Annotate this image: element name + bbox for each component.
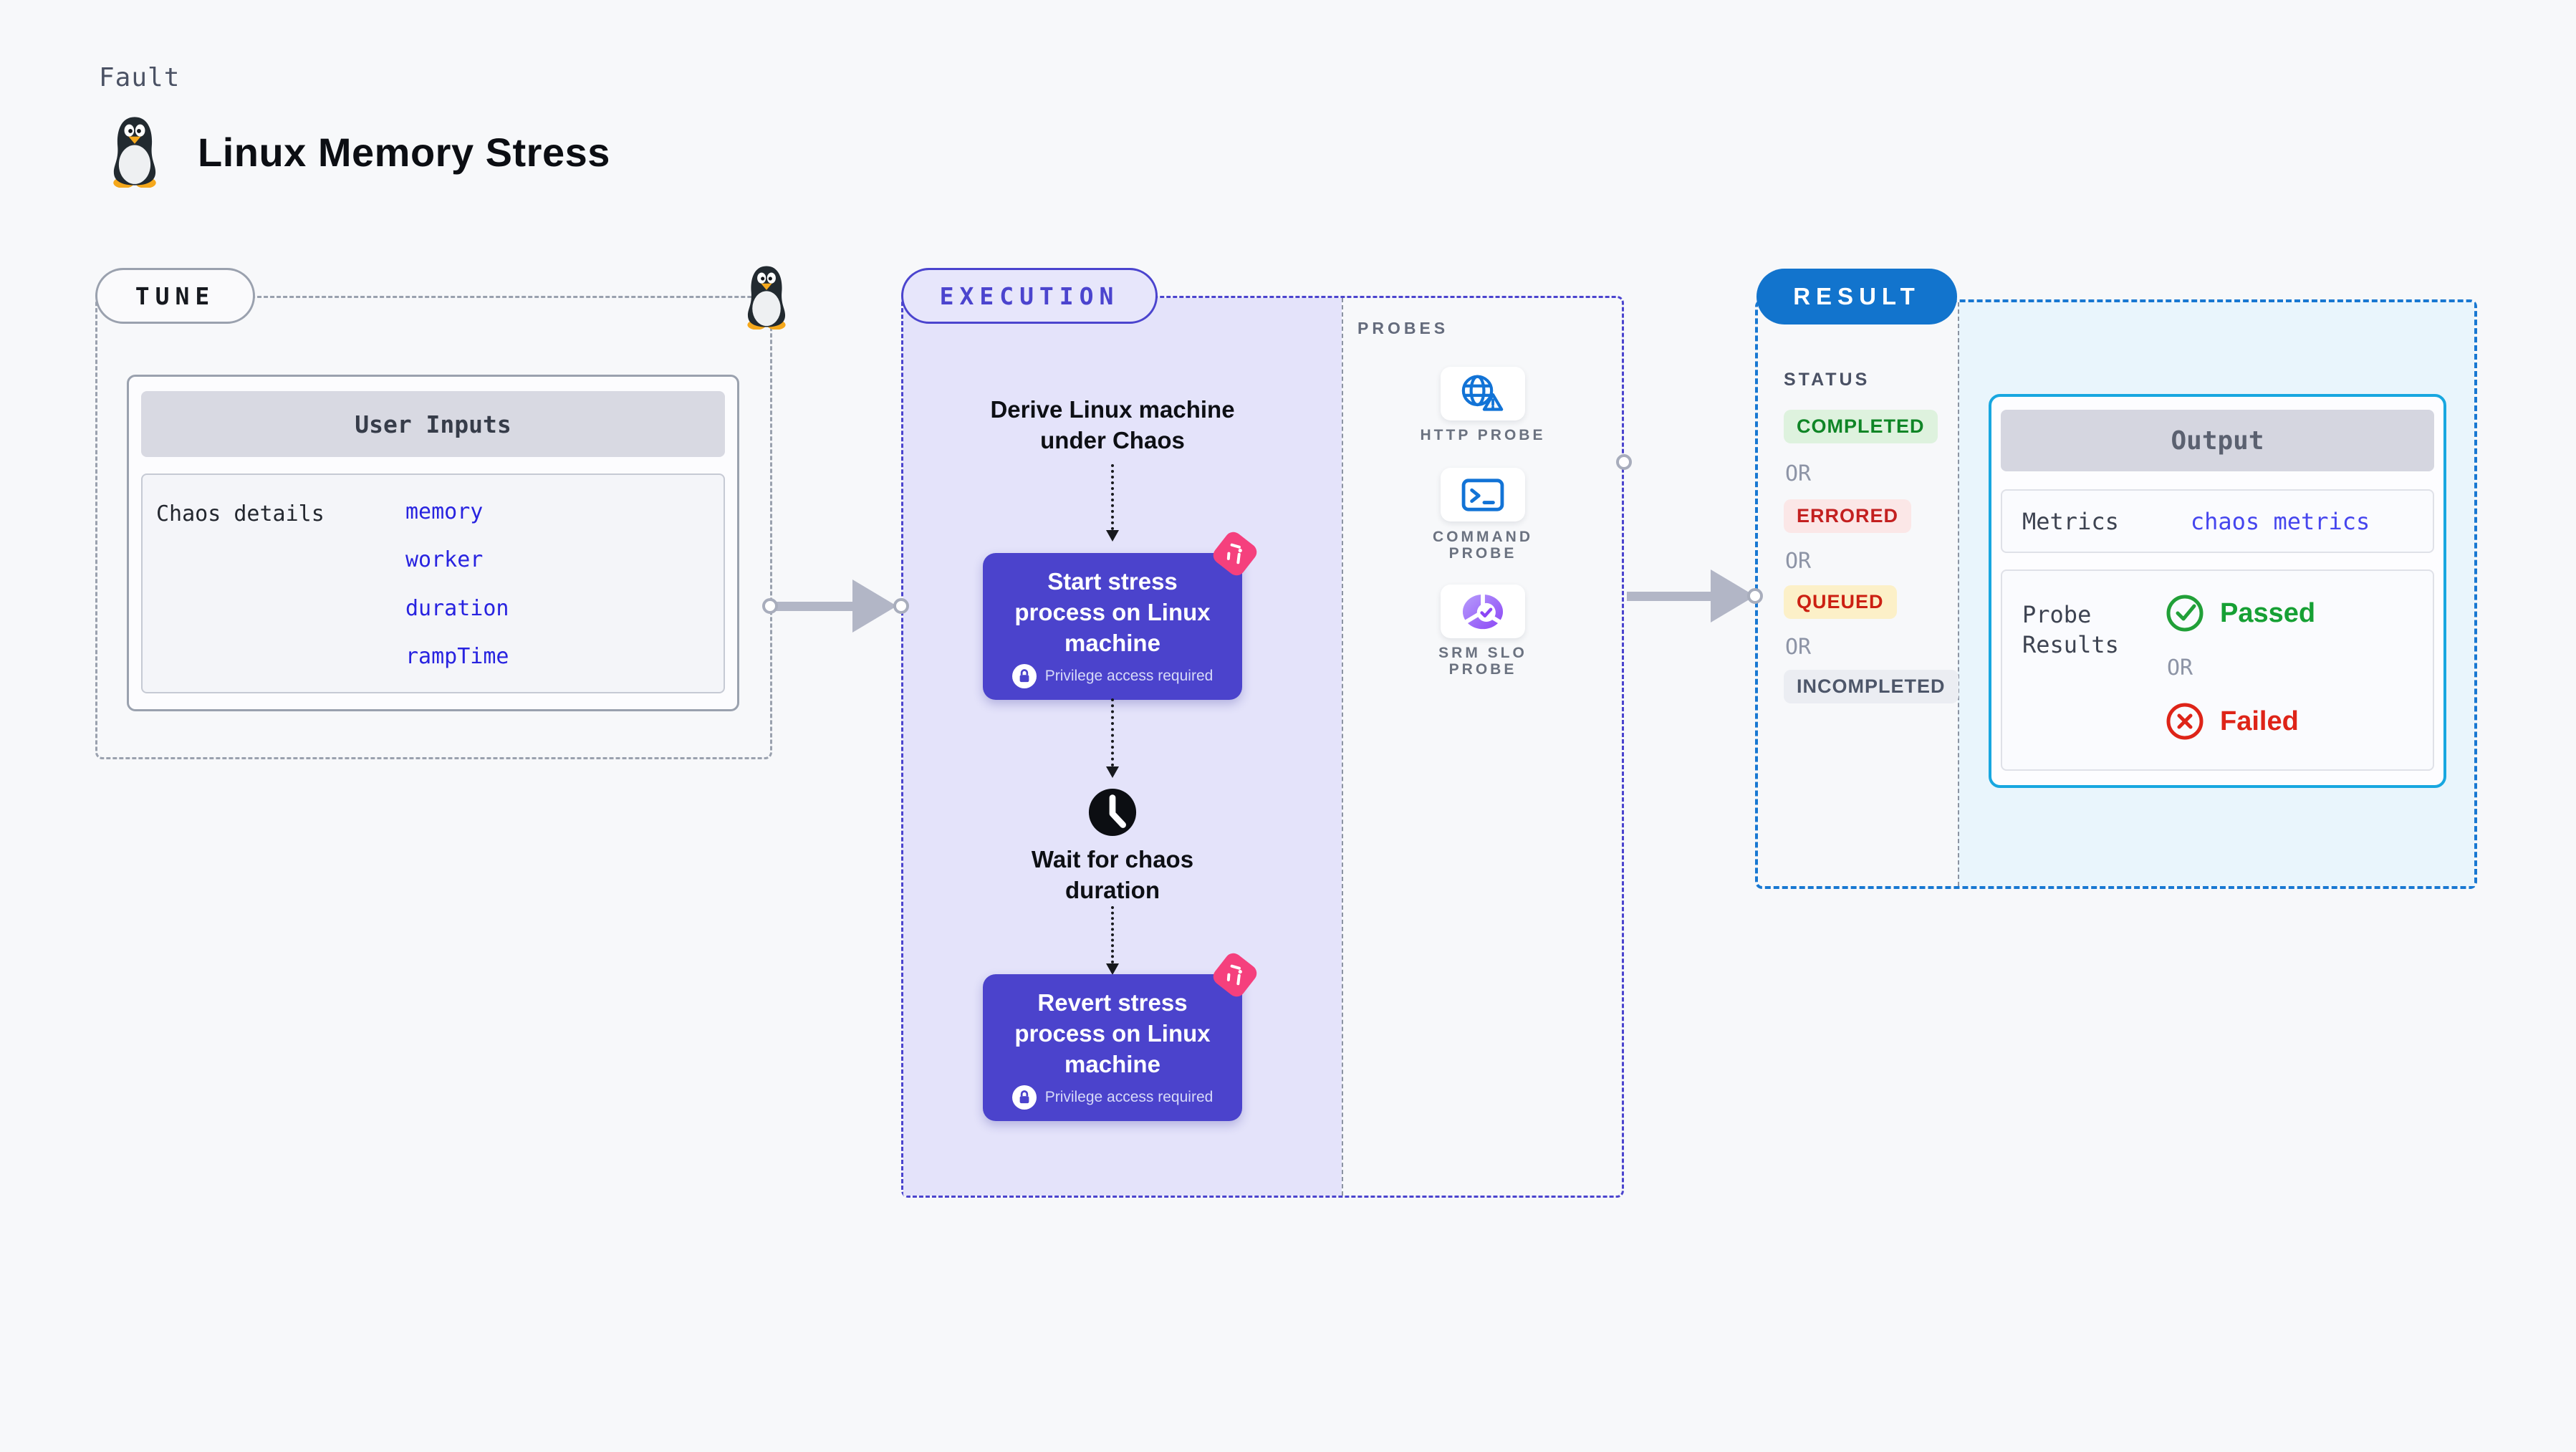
status-badge-errored: ERRORED (1784, 499, 1912, 533)
metrics-row: Metrics chaos metrics (2001, 489, 2434, 553)
flow-dotted-line (1111, 464, 1114, 530)
lock-icon (1011, 664, 1037, 688)
lock-icon (1011, 1085, 1037, 1110)
command-probe-card (1441, 468, 1525, 521)
input-value-ramptime: rampTime (405, 644, 509, 669)
globe-warning-icon (1461, 375, 1504, 411)
probes-title: PROBES (1357, 319, 1449, 337)
status-badge-completed: COMPLETED (1784, 410, 1938, 443)
metrics-value: chaos metrics (2190, 507, 2370, 535)
status-title: STATUS (1784, 370, 1870, 390)
http-probe-card (1441, 367, 1525, 420)
clock-icon (1088, 788, 1137, 837)
passed-result: Passed (2166, 594, 2315, 633)
input-value-memory: memory (405, 499, 484, 524)
flow-dotted-line (1111, 698, 1114, 766)
failed-result: Failed (2166, 702, 2299, 741)
wait-step-label: Wait for chaos duration (1031, 846, 1194, 903)
status-divider (1958, 302, 1959, 886)
user-inputs-body (141, 473, 725, 693)
output-title: Output (2001, 410, 2434, 471)
status-badge-incompleted: INCOMPLETED (1784, 670, 1959, 703)
or-label: OR (1785, 635, 1812, 660)
command-probe-label: COMMAND PROBE (1433, 529, 1533, 562)
start-stress-step: Start stress process on Linux machine Pr… (983, 553, 1242, 700)
metrics-label: Metrics (2022, 507, 2119, 535)
probe-results-label: Probe Results (2022, 601, 2119, 658)
connector-dot (893, 598, 909, 614)
tune-section-box (95, 296, 772, 759)
user-inputs-title: User Inputs (141, 391, 725, 457)
or-label: OR (1785, 549, 1812, 574)
fault-kicker: Fault (99, 63, 181, 92)
flow-arrowhead (1106, 530, 1119, 542)
terminal-icon (1461, 478, 1504, 511)
or-label: OR (2167, 655, 2193, 681)
privilege-note: Privilege access required (1044, 668, 1213, 684)
chaos-details-label: Chaos details (156, 501, 325, 527)
probe-results-row: Probe Results Passed OR Failed (2001, 569, 2434, 771)
probes-divider (1342, 298, 1343, 1196)
slo-donut-icon (1462, 592, 1504, 629)
connector-dot (1616, 454, 1632, 470)
result-badge: RESULT (1756, 269, 1957, 324)
srm-slo-probe-card (1441, 585, 1525, 638)
execution-to-result-arrow (1627, 592, 1713, 601)
chaos-badge-icon (1209, 528, 1261, 580)
x-circle-icon (2166, 703, 2203, 740)
privilege-note: Privilege access required (1044, 1089, 1213, 1105)
chaos-badge-icon (1209, 949, 1261, 1001)
tune-to-execution-arrowhead (852, 580, 897, 633)
flow-dotted-line (1111, 906, 1114, 963)
input-value-worker: worker (405, 547, 484, 572)
tux-penguin-icon (113, 117, 156, 188)
check-circle-icon (2166, 595, 2203, 632)
connector-dot (762, 598, 778, 614)
revert-stress-step: Revert stress process on Linux machine P… (983, 974, 1242, 1121)
http-probe-label: HTTP PROBE (1420, 427, 1546, 443)
flow-arrowhead (1106, 963, 1119, 975)
derive-step-label: Derive Linux machine under Chaos (990, 396, 1235, 453)
page-title: Linux Memory Stress (198, 130, 610, 175)
flow-arrowhead (1106, 766, 1119, 778)
status-badge-queued: QUEUED (1784, 585, 1897, 619)
tune-badge: TUNE (95, 268, 255, 324)
input-value-duration: duration (405, 596, 509, 621)
tune-to-execution-arrow (774, 602, 854, 611)
srm-slo-probe-label: SRM SLO PROBE (1438, 645, 1527, 678)
tux-penguin-icon (747, 266, 786, 330)
connector-dot (1747, 588, 1763, 604)
execution-badge: EXECUTION (901, 268, 1158, 324)
or-label: OR (1785, 461, 1812, 486)
